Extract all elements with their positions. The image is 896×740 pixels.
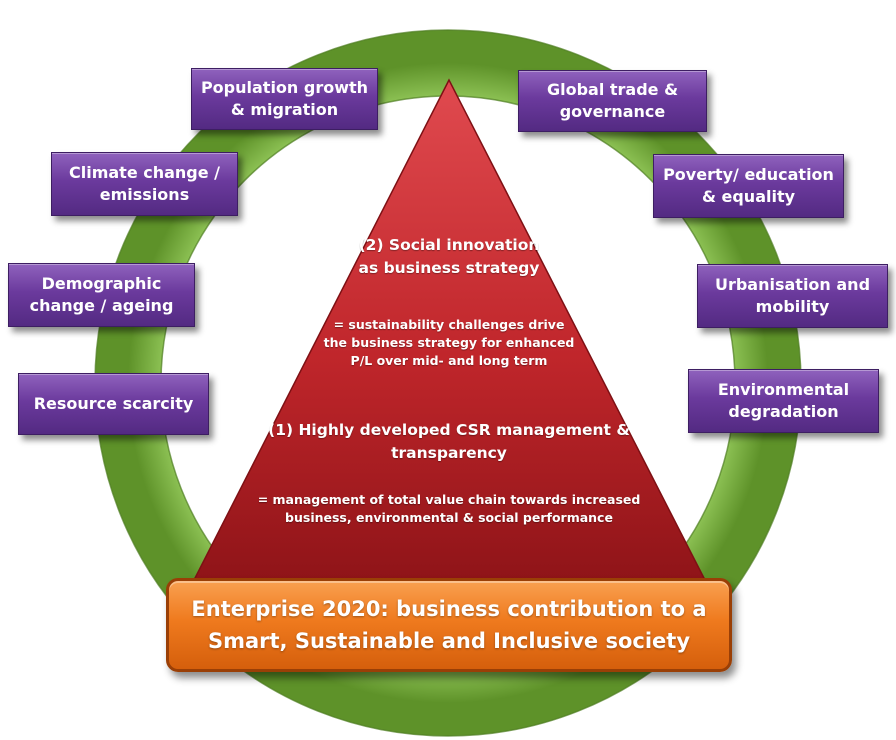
challenge-urbanisation: Urbanisation and mobility	[697, 264, 888, 328]
challenge-resource-scarcity: Resource scarcity	[18, 373, 209, 435]
challenge-poverty-education: Poverty/ education & equality	[653, 154, 844, 218]
enterprise-2020-banner: Enterprise 2020: business contribution t…	[166, 578, 732, 672]
pyramid-level1-description: = management of total value chain toward…	[257, 492, 641, 525]
pyramid-level2-description: = sustainability challenges drive the bu…	[323, 317, 575, 368]
challenge-global-trade: Global trade & governance	[518, 70, 707, 132]
challenge-population-growth: Population growth & migration	[191, 68, 378, 130]
challenge-environmental-degradation: Environmental degradation	[688, 369, 879, 433]
challenge-demographic-change: Demographic change / ageing	[8, 263, 195, 327]
pyramid-level1-title: (1) Highly developed CSR management & tr…	[268, 421, 630, 462]
challenge-climate-change: Climate change / emissions	[51, 152, 238, 216]
banner-text: Enterprise 2020: business contribution t…	[191, 597, 707, 653]
pyramid-level2-title: (2) Social innovation as business strate…	[358, 236, 540, 277]
